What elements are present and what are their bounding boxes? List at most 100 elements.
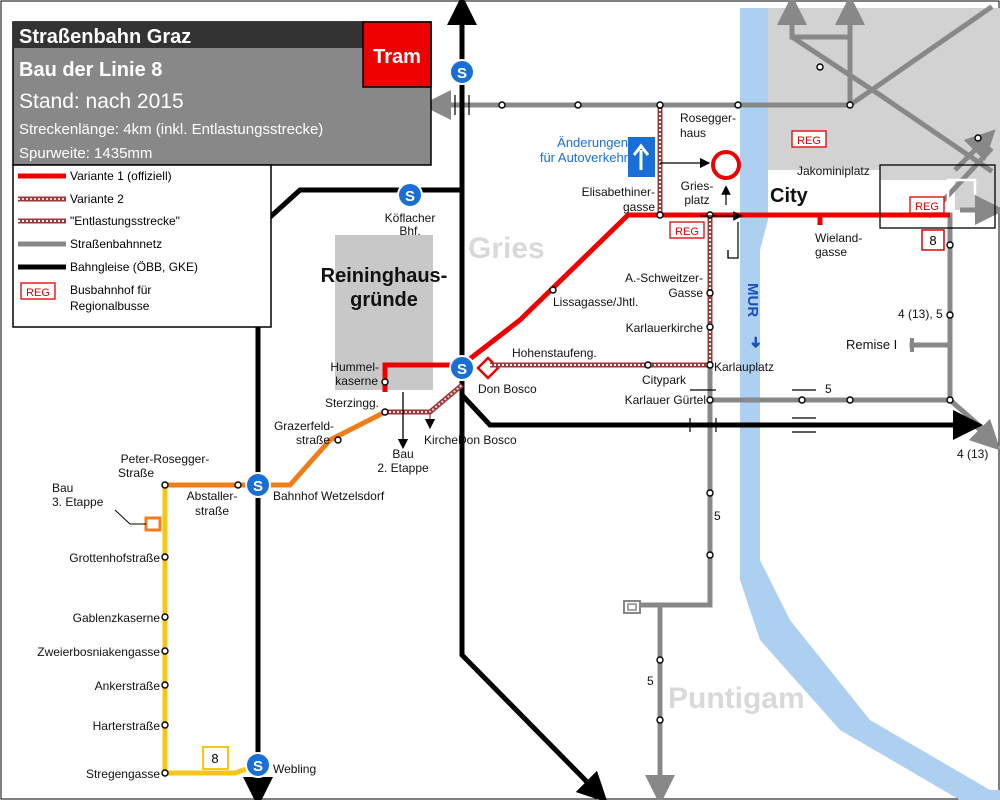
stop-gablenz: Gablenzkaserne xyxy=(73,611,161,625)
stop-wieland-1: Wieland- xyxy=(815,231,862,245)
title-subtitle: Bau der Linie 8 xyxy=(19,59,162,81)
stop-koeflacher-2: Bhf. xyxy=(399,224,420,238)
traffic-note-1: Änderungen xyxy=(557,135,628,150)
stop-lissagasse: Lissagasse/Jhtl. xyxy=(553,295,638,309)
svg-text:➜: ➜ xyxy=(747,336,764,349)
line8-webling-label: 8 xyxy=(211,751,218,766)
stop-griesplatz-2: platz xyxy=(684,193,709,207)
stop-rosegger-1: Rosegger- xyxy=(680,111,736,125)
stop-don-bosco: Don Bosco xyxy=(478,382,537,396)
sbahn-icon-wetzelsdorf: S xyxy=(245,472,271,498)
line8-city-label: 8 xyxy=(929,233,936,248)
stop-grazerfeld-2: straße xyxy=(296,433,330,447)
line-number-southwest: 5 xyxy=(647,674,654,688)
line8-box-city xyxy=(921,229,945,251)
title-length: Streckenlänge: 4km (inkl. Entlastungsstr… xyxy=(19,121,323,138)
legend-variant1-label: Variante 1 (offiziell) xyxy=(70,169,172,183)
rail-arrow-south xyxy=(575,770,608,800)
line-number-right: 4 (13), 5 xyxy=(898,307,943,321)
stop-rosegger-2: haus xyxy=(680,126,706,140)
reininghaus-label-2: gründe xyxy=(350,289,418,311)
variant1-line xyxy=(382,212,950,392)
legend-reg: REG Busbahnhof für Regionalbusse xyxy=(20,282,151,313)
river-arrow-icon: ➜ xyxy=(747,336,764,349)
legend-relief: "Entlastungsstrecke" xyxy=(18,214,180,228)
stop-karlauerkirche: Karlauerkirche xyxy=(626,321,704,335)
bau3-label-2: 3. Etappe xyxy=(52,495,104,509)
title-status: Stand: nach 2015 xyxy=(19,90,184,113)
tram-badge-label: Tram xyxy=(373,46,421,68)
stop-jakominiplatz: Jakominiplatz xyxy=(797,164,870,178)
sbahn-icon-koeflacher: S xyxy=(397,182,423,208)
district-city: City xyxy=(770,185,809,207)
stop-hohenstaufen: Hohenstaufeng. xyxy=(512,346,597,360)
legend-variant2: Variante 2 xyxy=(18,192,124,206)
sbahn-icon-donbosco: S xyxy=(449,355,475,381)
district-gries: Gries xyxy=(468,232,545,265)
stops xyxy=(161,63,982,777)
legend-tramnet-label: Straßenbahnnetz xyxy=(70,237,162,251)
terminus-box xyxy=(623,600,641,614)
legend-variant1: Variante 1 (offiziell) xyxy=(18,169,172,183)
stop-grazerfeld-1: Grazerfeld- xyxy=(274,419,334,433)
stop-hummel-1: Hummel- xyxy=(330,360,379,374)
crossing-marks xyxy=(454,95,816,433)
legend-reg-text-2: Regionalbusse xyxy=(70,299,150,313)
stop-abstaller-2: straße xyxy=(195,504,229,518)
stop-webling: Webling xyxy=(273,762,316,776)
stop-sterzing: Sterzingg. xyxy=(325,396,379,410)
sbahn-icon-webling: S xyxy=(245,752,271,778)
stop-zweierbosniaken: Zweierbosniakengasse xyxy=(37,645,160,659)
traffic-note-2: für Autoverkehr xyxy=(540,150,629,165)
stop-hummel-2: kaserne xyxy=(335,374,378,388)
stop-abstaller-1: Abstaller- xyxy=(187,489,238,503)
legend-rail: Bahngleise (ÖBB, GKE) xyxy=(18,260,198,274)
legend-reg-text-1: Busbahnhof für xyxy=(70,283,151,297)
reg-badge-3-label: REG xyxy=(915,201,939,213)
city-box xyxy=(879,164,996,229)
stop-peter-rosegger-2: Straße xyxy=(118,466,154,480)
stop-elisabethiner-2: gasse xyxy=(623,200,655,214)
svg-text:S: S xyxy=(253,758,263,775)
stop-schweitzer-2: Gasse xyxy=(668,286,703,300)
title-bar xyxy=(13,22,363,48)
legend-variant2-label: Variante 2 xyxy=(70,192,124,206)
stop-peter-rosegger-1: Peter-Rosegger- xyxy=(121,452,210,466)
griesplatz-circle xyxy=(711,150,741,180)
stop-griesplatz-1: Gries- xyxy=(681,179,714,193)
legend-rail-label: Bahngleise (ÖBB, GKE) xyxy=(70,260,198,274)
line8-box-webling xyxy=(202,746,229,770)
stop-harter: Harterstraße xyxy=(93,719,161,733)
stage2-line xyxy=(165,409,387,488)
svg-text:S: S xyxy=(405,188,415,205)
bau2-label-1: Bau xyxy=(392,447,413,461)
reininghaus-label-1: Reininghaus- xyxy=(321,265,448,287)
line-number-guertel: 5 xyxy=(825,382,832,396)
legend-reg-badge: REG xyxy=(26,287,50,299)
stop-kirche-don-bosco: KircheDon Bosco xyxy=(424,433,517,447)
svg-text:S: S xyxy=(457,361,467,378)
stop-karlauplatz: Karlauplatz xyxy=(714,360,774,374)
stop-schweitzer-1: A.-Schweitzer- xyxy=(625,271,703,285)
legend-tramnet: Straßenbahnnetz xyxy=(18,237,162,251)
reg-badge-1-label: REG xyxy=(797,135,821,147)
stop-wetzelsdorf: Bahnhof Wetzelsdorf xyxy=(273,489,385,503)
stop-remise: Remise I xyxy=(846,337,897,352)
reg-badge-2 xyxy=(669,221,705,239)
district-puntigam: Puntigam xyxy=(668,682,805,715)
stage3-box xyxy=(144,516,162,532)
stop-wieland-2: gasse xyxy=(815,245,847,259)
reg-badge-2-label: REG xyxy=(675,226,699,238)
jakomini-icon xyxy=(816,183,848,211)
river-label: MUR xyxy=(744,283,761,317)
bau2-label-2: 2. Etappe xyxy=(377,461,429,475)
bau3-label-1: Bau xyxy=(52,481,73,495)
stop-grottenhof: Grottenhofstraße xyxy=(69,551,160,565)
stop-anker: Ankerstraße xyxy=(95,679,161,693)
title-gauge: Spurweite: 1435mm xyxy=(19,145,152,162)
griesplatz-arrows xyxy=(700,185,743,259)
reg-badge-1 xyxy=(791,130,827,148)
river-label-text: MUR xyxy=(744,283,761,317)
stop-karlauer-guertel: Karlauer Gürtel xyxy=(625,393,706,407)
